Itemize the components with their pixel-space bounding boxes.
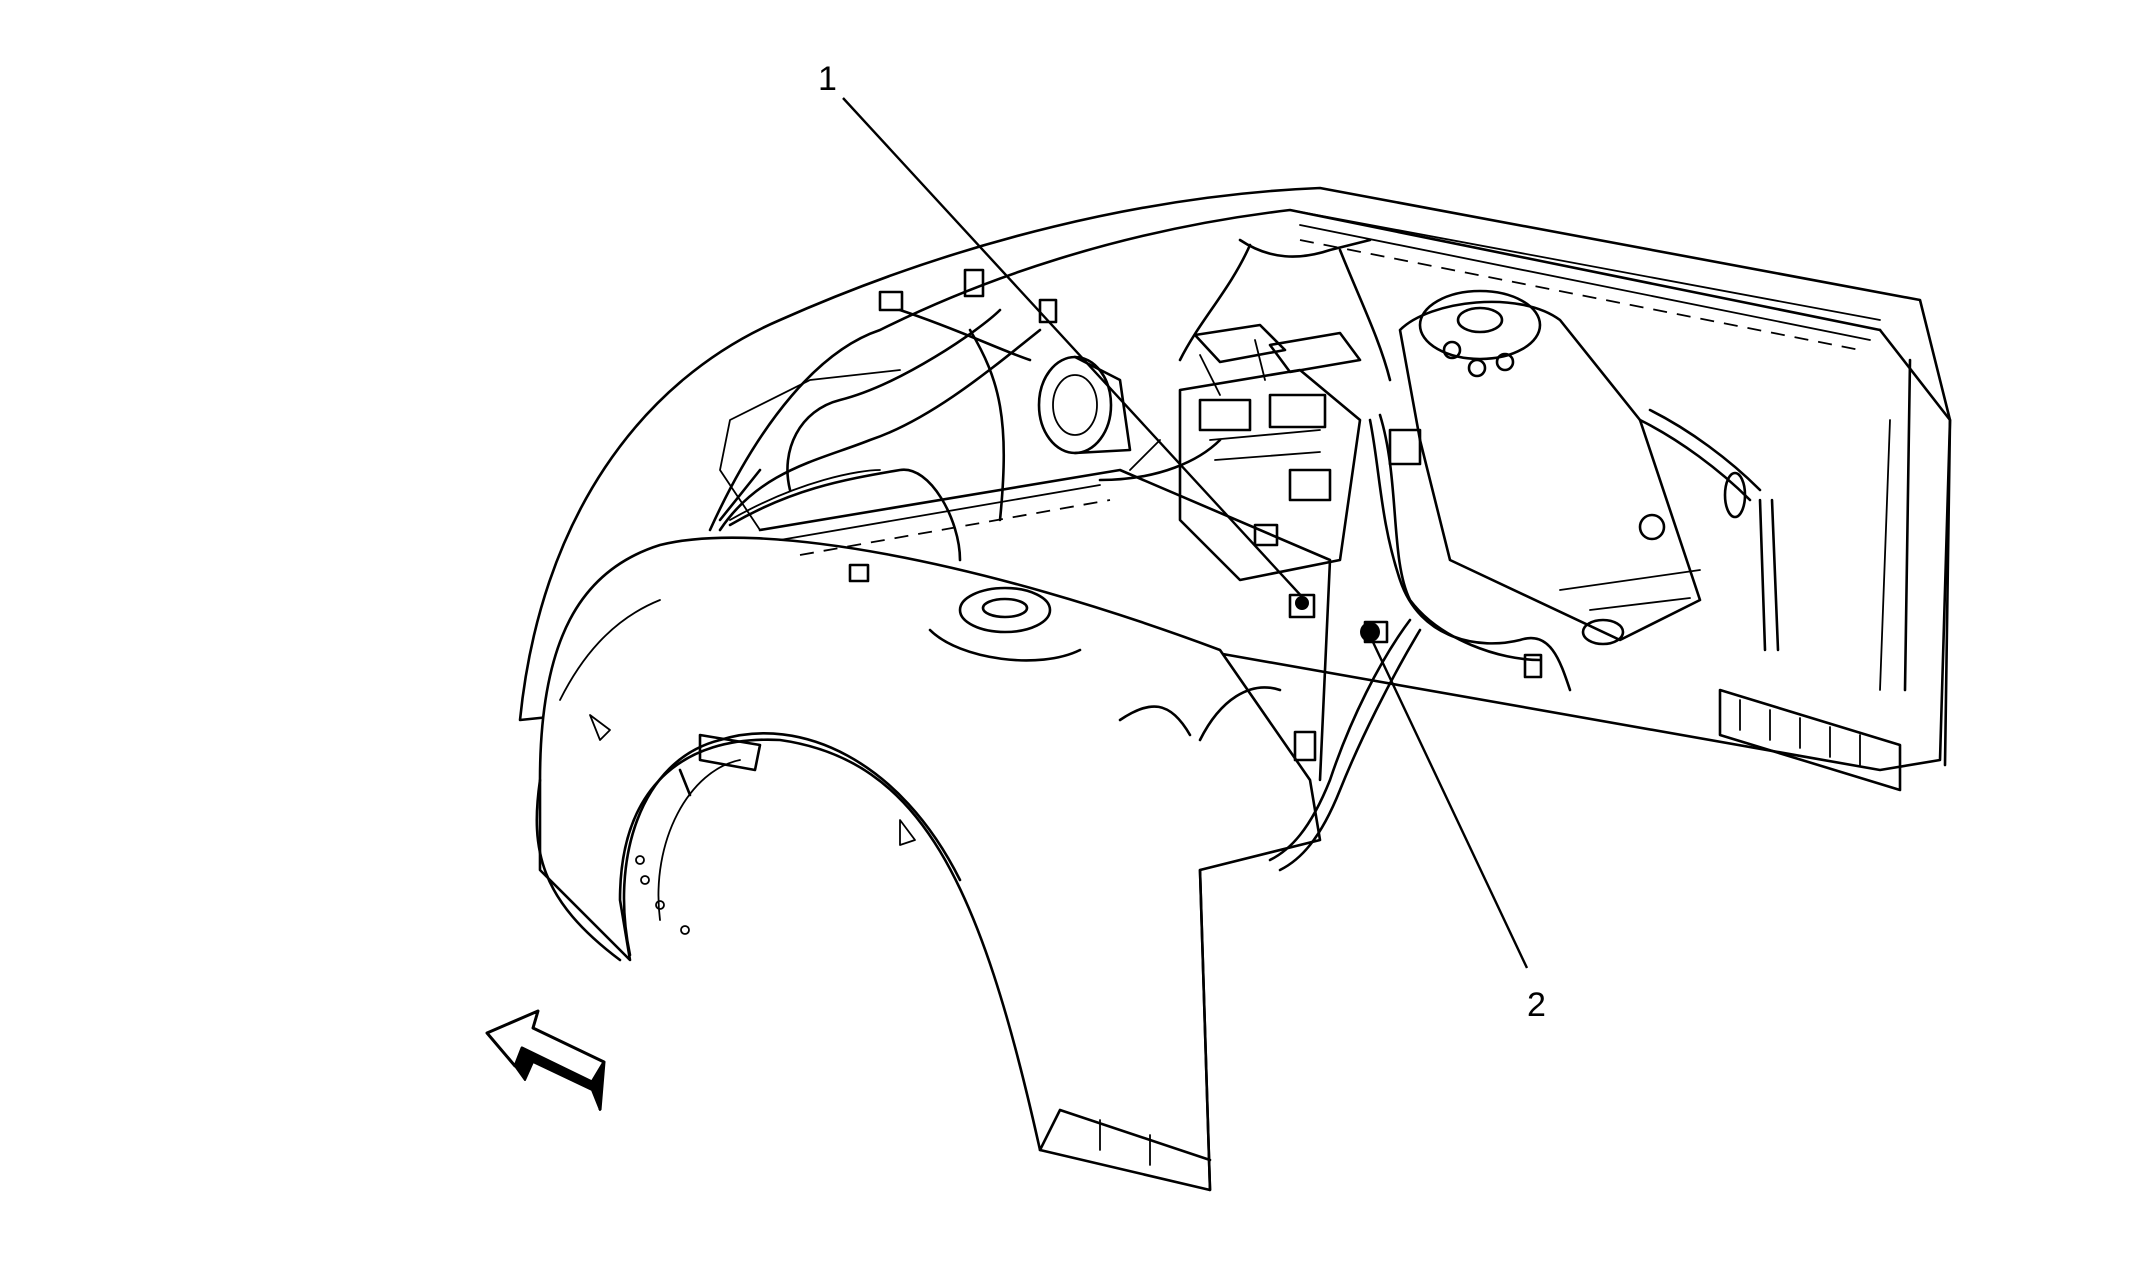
wiring-harness <box>718 238 1780 872</box>
forward-direction-arrow-icon <box>485 1009 606 1111</box>
callout-1: 1 <box>818 60 1306 601</box>
underhood-fuse-block <box>1178 323 1362 582</box>
brake-booster <box>1037 355 1132 455</box>
callout-2-connector <box>1360 622 1380 642</box>
callout-1-leader <box>842 97 1306 601</box>
callout-2-label: 2 <box>1527 986 1546 1024</box>
callout-2: 2 <box>1370 639 1546 1024</box>
callout-2-leader <box>1370 639 1529 969</box>
left-front-fender <box>535 536 1322 1192</box>
callout-1-label: 1 <box>818 60 837 98</box>
